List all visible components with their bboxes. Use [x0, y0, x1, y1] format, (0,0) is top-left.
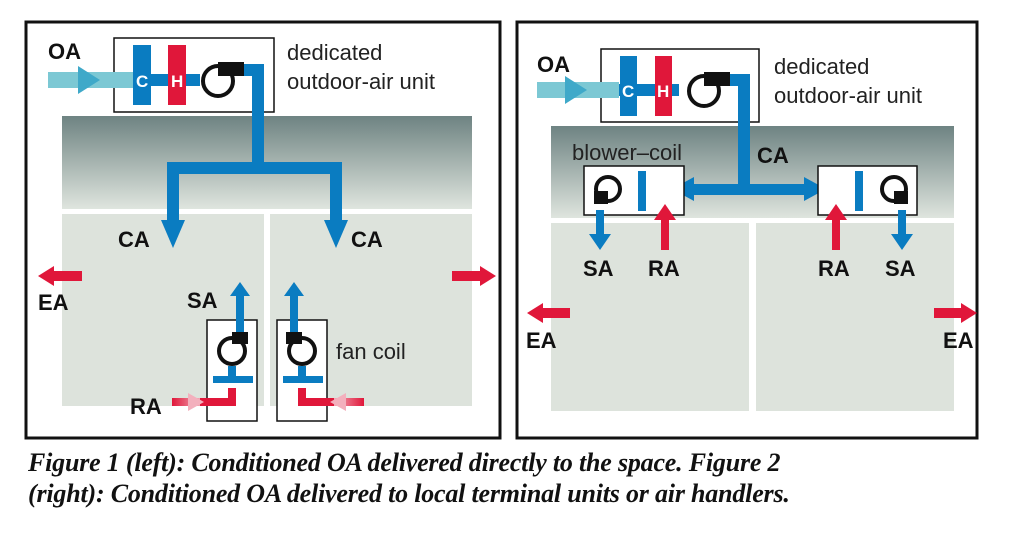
unit-label: outdoor-air unit	[287, 69, 435, 94]
heating-coil-label: H	[171, 72, 183, 91]
blower-coil-right	[817, 165, 918, 216]
sa-label: SA	[187, 288, 218, 313]
figure-caption: Figure 1 (left): Conditioned OA delivere…	[28, 447, 1008, 509]
ea-label: EA	[38, 290, 69, 315]
cooling-coil-label: C	[136, 72, 148, 91]
fan-coil-label: fan coil	[336, 339, 406, 364]
ca-right-label: CA	[351, 227, 383, 252]
caption-line: Figure 1 (left): Conditioned OA delivere…	[28, 448, 781, 477]
oa-label: OA	[48, 39, 81, 64]
fan-icon	[687, 72, 730, 108]
figure-1: OA C H dedicated outdoor-air unit	[24, 20, 502, 440]
ra-arrow-left	[654, 204, 676, 250]
ca-duct	[672, 74, 826, 201]
ea-left-label: EA	[526, 328, 557, 353]
oa-arrow	[48, 66, 100, 94]
ea-right-label: EA	[943, 328, 974, 353]
unit-label: dedicated	[774, 54, 869, 79]
ra-right-label: RA	[818, 256, 850, 281]
sa-arrow-left	[589, 210, 611, 250]
unit-label: dedicated	[287, 40, 382, 65]
sa-right-label: SA	[885, 256, 916, 281]
ea-arrow-left	[38, 266, 82, 286]
ra-arrow-right	[825, 204, 847, 250]
unit-label: outdoor-air unit	[774, 83, 922, 108]
cooling-coil-label: C	[622, 82, 634, 101]
fan-coil-right	[276, 282, 364, 422]
room-left	[551, 223, 749, 411]
sa-arrow-right	[891, 210, 913, 250]
ea-arrow-left	[527, 303, 570, 323]
room-right	[756, 223, 954, 411]
heating-coil-label: H	[657, 82, 669, 101]
sa-left-label: SA	[583, 256, 614, 281]
cooling-coil	[133, 45, 151, 105]
ca-duct	[161, 64, 348, 248]
fan-coil-left	[172, 282, 258, 422]
doas-unit: C H	[100, 37, 275, 113]
ra-left-label: RA	[648, 256, 680, 281]
ea-arrow-right	[934, 303, 977, 323]
ea-arrow-right	[452, 266, 496, 286]
caption-line: (right): Conditioned OA delivered to loc…	[28, 479, 790, 508]
heating-coil	[655, 56, 672, 116]
oa-label: OA	[537, 52, 570, 77]
ca-label: CA	[757, 143, 789, 168]
figure-2: OA C H dedicated outdoor-air unit blower…	[515, 20, 979, 440]
heating-coil	[168, 45, 186, 105]
fan-icon	[201, 62, 244, 98]
diagram-canvas: OA C H dedicated outdoor-air unit	[24, 20, 979, 440]
cooling-coil	[620, 56, 637, 116]
ra-label: RA	[130, 394, 162, 419]
blower-coil-left	[583, 165, 685, 216]
ca-left-label: CA	[118, 227, 150, 252]
oa-arrow	[537, 76, 587, 104]
blower-coil-label: blower–coil	[572, 140, 682, 165]
